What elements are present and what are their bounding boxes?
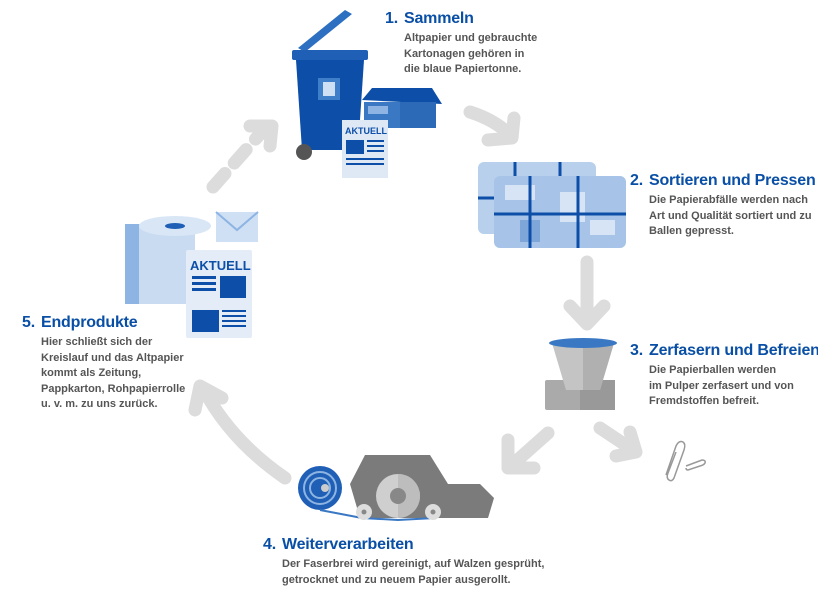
step-title: 2.Sortieren und Pressen — [630, 172, 816, 189]
arrow-2-to-3 — [563, 255, 611, 331]
step-3-zerfasern: 3.Zerfasern und Befreien Die Papierballe… — [630, 342, 818, 410]
newspaper-large-icon: AKTUELL — [186, 250, 252, 338]
arrow-4-to-5 — [188, 379, 292, 485]
newspaper-small-icon: AKTUELL — [342, 120, 388, 178]
step-2-sortieren: 2.Sortieren und Pressen Die Papierabfäll… — [630, 172, 816, 240]
arrow-3-to-paperclips — [593, 421, 643, 463]
step-title: 4.Weiterverarbeiten — [263, 536, 414, 553]
arrow-1-to-2 — [463, 105, 521, 147]
paper-roll-icon — [125, 216, 211, 304]
paper-bales-icon — [478, 162, 626, 248]
paper-machine-icon — [298, 455, 494, 522]
step-title: 5.Endprodukte — [22, 314, 138, 331]
svg-text:AKTUELL: AKTUELL — [345, 126, 387, 136]
cardboard-box-icon — [362, 88, 442, 128]
svg-text:AKTUELL: AKTUELL — [190, 258, 251, 273]
cycle-arrows — [188, 105, 643, 485]
step-description: Der Faserbrei wird gereinigt, auf Walzen… — [282, 558, 545, 586]
arrow-5-to-1 — [206, 119, 279, 194]
paperclips-icon — [665, 440, 706, 482]
step-title: 3.Zerfasern und Befreien — [630, 342, 818, 359]
arrow-3-to-4 — [501, 426, 555, 475]
envelope-icon — [215, 211, 259, 242]
step-title: 1.Sammeln — [385, 10, 474, 27]
step-4-weiterverarbeiten: 4.Weiterverarbeiten Der Faserbrei wird g… — [263, 536, 544, 588]
pulper-icon — [545, 338, 617, 410]
